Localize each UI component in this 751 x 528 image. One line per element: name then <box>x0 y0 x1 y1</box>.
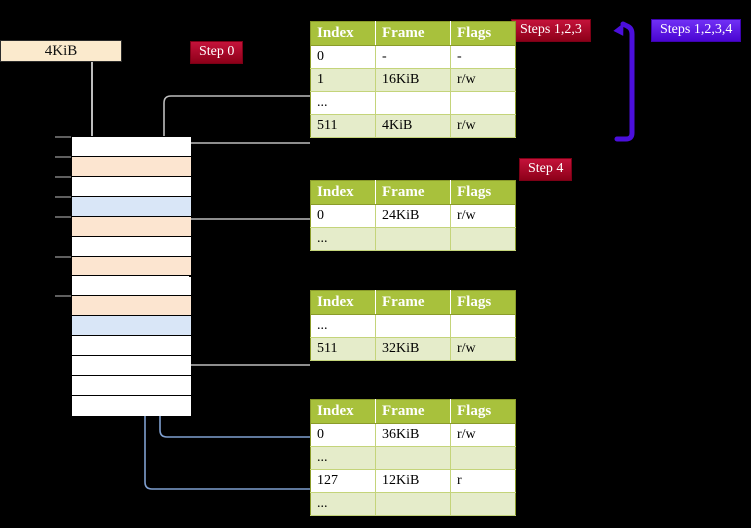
cell-flags <box>450 314 516 338</box>
column-header-frame: Frame <box>375 180 451 205</box>
memory-frame-row[interactable] <box>72 396 191 416</box>
cell-index: 0 <box>310 45 376 69</box>
cell-frame: 32KiB <box>375 337 451 361</box>
cell-frame: 36KiB <box>375 423 451 447</box>
cell-flags <box>450 446 516 470</box>
cell-frame <box>375 91 451 115</box>
badge-steps-1234: Steps 1,2,3,4 <box>651 19 742 42</box>
cell-frame <box>375 227 451 251</box>
column-header-index: Index <box>310 399 376 424</box>
cell-frame: 16KiB <box>375 68 451 92</box>
memory-frame-row[interactable] <box>72 296 191 317</box>
cell-frame: 12KiB <box>375 469 451 493</box>
cell-index: ... <box>310 91 376 115</box>
cell-frame: 4KiB <box>375 114 451 138</box>
cell-index: ... <box>310 492 376 516</box>
cell-index: ... <box>310 446 376 470</box>
memory-frame-row[interactable] <box>72 336 191 357</box>
cell-flags: r/w <box>450 337 516 361</box>
cell-index: ... <box>310 314 376 338</box>
memory-frame-row[interactable] <box>72 196 191 217</box>
column-header-flags: Flags <box>450 399 516 424</box>
memory-tick <box>55 175 71 178</box>
memory-frame-row[interactable] <box>72 216 191 237</box>
cell-flags: r/w <box>450 68 516 92</box>
memory-frame-row[interactable] <box>72 137 191 157</box>
cell-frame <box>375 492 451 516</box>
column-header-flags: Flags <box>450 21 516 46</box>
memory-tick <box>55 295 71 298</box>
cell-index: ... <box>310 227 376 251</box>
cell-index: 0 <box>310 423 376 447</box>
wire-steps-bracket <box>613 21 635 142</box>
column-header-frame: Frame <box>375 21 451 46</box>
cell-frame: - <box>375 45 451 69</box>
badge-step-4: Step 4 <box>519 158 573 181</box>
column-header-flags: Flags <box>450 180 516 205</box>
cell-index: 511 <box>310 337 376 361</box>
memory-frame-row[interactable] <box>72 156 191 177</box>
cell-flags: r <box>450 469 516 493</box>
memory-tick <box>55 155 71 158</box>
memory-tick <box>55 195 71 198</box>
memory-frame-row[interactable] <box>72 236 191 257</box>
memory-frame-row[interactable] <box>72 316 191 337</box>
column-header-index: Index <box>310 180 376 205</box>
wire-t3-idx511 <box>177 300 310 366</box>
cell-frame <box>375 446 451 470</box>
table-row[interactable]: ... <box>310 227 516 251</box>
column-header-flags: Flags <box>450 290 516 315</box>
cell-flags <box>450 91 516 115</box>
cell-flags: r/w <box>450 114 516 138</box>
column-header-index: Index <box>310 21 376 46</box>
memory-frame-row[interactable] <box>72 256 191 277</box>
memory-frame-row[interactable] <box>72 176 191 197</box>
badge-step-0: Step 0 <box>190 41 244 64</box>
memory-tick <box>55 136 71 138</box>
column-header-frame: Frame <box>375 399 451 424</box>
cell-flags: r/w <box>450 423 516 447</box>
table-row[interactable]: ... <box>310 91 516 115</box>
column-header-frame: Frame <box>375 290 451 315</box>
memory-frame-row[interactable] <box>72 276 191 297</box>
memory-column <box>71 136 191 416</box>
cell-index: 1 <box>310 68 376 92</box>
memory-frame-row[interactable] <box>72 376 191 397</box>
table-row[interactable]: ... <box>310 492 516 516</box>
cell-flags <box>450 227 516 251</box>
cell-index: 127 <box>310 469 376 493</box>
cell-flags: r/w <box>450 204 516 228</box>
table-row[interactable]: 0-- <box>310 45 516 69</box>
column-header-index: Index <box>310 290 376 315</box>
cell-flags <box>450 492 516 516</box>
cell-frame: 24KiB <box>375 204 451 228</box>
cell-flags: - <box>450 45 516 69</box>
memory-tick <box>55 255 71 258</box>
table-row[interactable]: ... <box>310 314 516 338</box>
memory-tick <box>55 215 71 218</box>
wire-t2-idx0 <box>177 218 310 256</box>
wire-t1-idx511 <box>177 142 310 155</box>
cell-index: 0 <box>310 204 376 228</box>
cell-index: 511 <box>310 114 376 138</box>
memory-frame-row[interactable] <box>72 356 191 377</box>
size-box-4kib: 4KiB <box>0 40 122 62</box>
badge-steps-123: Steps 1,2,3 <box>511 19 591 42</box>
cell-frame <box>375 314 451 338</box>
table-row[interactable]: ... <box>310 446 516 470</box>
